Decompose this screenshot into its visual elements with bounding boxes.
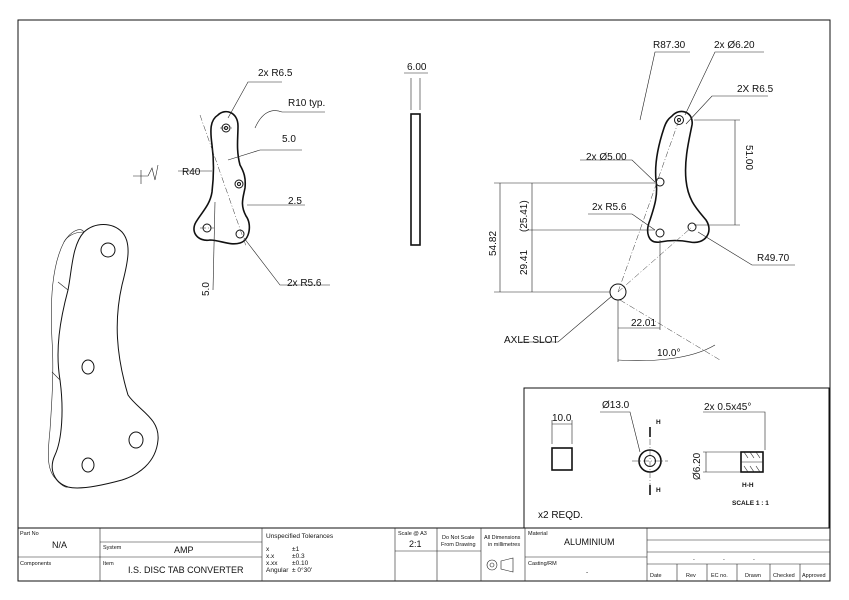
dim-bottom-r: 2x R5.6: [287, 278, 322, 289]
part-no-value: N/A: [52, 540, 67, 550]
tol-value-1: ±0.3: [292, 553, 305, 560]
right-hole-top: [674, 115, 684, 125]
iso-hole-top: [100, 242, 116, 258]
rev-header-drawn: Drawn: [745, 573, 761, 579]
tolerances-title: Unspecified Tolerances: [266, 533, 334, 540]
dim-r49: R49.70: [757, 253, 790, 264]
spacer-quantity: x2 REQD.: [538, 510, 583, 521]
sheet-border: [17, 19, 831, 582]
spacer-dia-inner: Ø6.20: [692, 452, 703, 480]
spacer-length: 10.0: [552, 413, 572, 424]
rev-header-date: Date: [650, 573, 662, 579]
tol-key-2: x.xx: [266, 560, 278, 567]
tol-key-1: x.x: [266, 553, 275, 560]
iso-hole-right: [128, 431, 144, 449]
tol-value-3: ± 0°30': [292, 566, 312, 574]
spacer-dia-outer: Ø13.0: [602, 400, 630, 411]
axle-slot-label: AXLE SLOT: [504, 335, 558, 346]
dim-w2201: 22.01: [631, 318, 656, 329]
side-view: [404, 72, 428, 246]
rev-header-approved: Approved: [802, 573, 826, 579]
tol-key-3: Angular: [266, 567, 289, 574]
left-front-view: [133, 81, 330, 291]
dim-r-bottom: 2x R5.6: [592, 202, 627, 213]
rev-header-rev: Rev: [686, 573, 696, 579]
dim-dia-mid: 2x Ø5.00: [586, 152, 627, 163]
left-hole-mid: [234, 179, 244, 189]
system-value: AMP: [174, 545, 194, 555]
rev-value-2: -: [753, 557, 755, 563]
dim-r87: R87.30: [653, 40, 686, 51]
iso-hole-bottom: [81, 457, 95, 473]
rev-header-ecno: EC no.: [711, 573, 728, 579]
right-hole-bl: [655, 228, 665, 238]
units-line-1: All Dimensions: [484, 535, 521, 541]
scale-label: Scale @ A3: [398, 531, 427, 537]
dim-offset-top: 5.0: [282, 134, 296, 145]
tol-value-2: ±0.10: [292, 560, 309, 567]
system-label: System: [103, 545, 122, 551]
scale-value: 2:1: [409, 539, 422, 549]
material-label: Material: [528, 531, 548, 537]
casting-label: Casting/RM: [528, 561, 557, 567]
iso-hole-mid: [81, 359, 95, 375]
dim-dia-top: 2x Ø6.20: [714, 40, 755, 51]
section-marker-bottom: H: [656, 487, 661, 494]
dim-holes-r: 2x R6.5: [258, 68, 293, 79]
part-no-label: Part No: [20, 531, 39, 537]
dim-thickness: 6.00: [407, 62, 427, 73]
rev-header-checked: Checked: [773, 573, 795, 579]
rev-value-0: -: [693, 557, 695, 563]
item-label: Item: [103, 561, 114, 567]
no-scale-line-2: From Drawing: [441, 542, 476, 548]
dim-h5482: 54.82: [488, 231, 499, 256]
dim-offset-left: 5.0: [201, 282, 212, 296]
projection-symbol-icon: [486, 557, 514, 573]
tol-key-0: x: [266, 546, 270, 553]
dim-h2941: 29.41: [519, 250, 530, 275]
dim-len51: 51.00: [743, 145, 754, 170]
tol-value-0: ±1: [292, 546, 300, 553]
right-hole-br: [687, 222, 697, 232]
components-label: Components: [20, 561, 51, 567]
units-line-2: in millimetres: [488, 542, 520, 548]
section-marker-top: H: [656, 419, 661, 426]
dim-r-top: 2X R6.5: [737, 84, 774, 95]
dim-fillet: R10 typ.: [288, 98, 325, 109]
spacer-detail: [523, 387, 830, 529]
section-label: H-H: [742, 482, 754, 489]
spacer-chamfer: 2x 0.5x45°: [704, 402, 751, 413]
rev-value-1: -: [723, 557, 725, 563]
item-value: I.S. DISC TAB CONVERTER: [128, 565, 244, 575]
right-front-view: [494, 51, 795, 362]
no-scale-line-1: Do Not Scale: [442, 535, 474, 541]
material-value: ALUMINIUM: [564, 537, 615, 547]
left-hole-br: [235, 229, 245, 239]
dim-big-r: R40: [182, 167, 201, 178]
isometric-view: [48, 224, 159, 489]
right-hole-mid: [655, 177, 665, 187]
title-block: [17, 527, 831, 582]
dim-offset-mid: 2.5: [288, 196, 302, 207]
section-scale: SCALE 1 : 1: [732, 500, 769, 507]
dim-angle: 10.0°: [657, 348, 680, 359]
dim-h2541: (25.41): [519, 200, 530, 232]
casting-value: -: [586, 569, 588, 576]
